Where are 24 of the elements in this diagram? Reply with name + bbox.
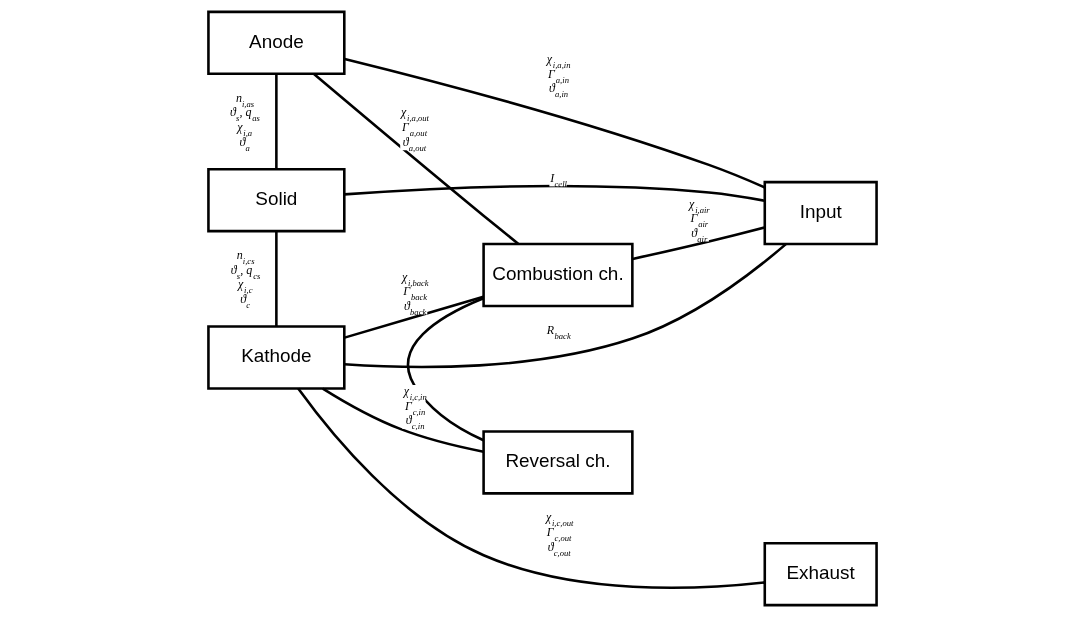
node-box: Reversal ch. bbox=[482, 430, 634, 495]
node-box: Solid bbox=[207, 167, 346, 233]
connector bbox=[632, 226, 765, 261]
node-box: Combustion ch. bbox=[482, 242, 634, 308]
edge-label: χ$_{i,air}$ Γ$_{air}$ ϑ$_{air}$ bbox=[689, 196, 710, 244]
connector bbox=[344, 184, 765, 202]
edge-label: n$_{i,as}$ ϑ$_{s}$, q$_{as}$ χ$_{i,a}$ ϑ$_{a}$ bbox=[229, 90, 260, 153]
edge-label: χ$_{i,a,out}$ Γ$_{a,out}$ ϑ$_{a,out}$ bbox=[401, 105, 430, 153]
node-box: Anode bbox=[207, 10, 346, 76]
node-box: Input bbox=[763, 180, 878, 246]
connector bbox=[344, 295, 484, 339]
edge-label: χ$_{i,a,in}$ Γ$_{a,in}$ ϑ$_{a,in}$ bbox=[546, 52, 571, 100]
node-box: Kathode bbox=[207, 325, 346, 390]
connector bbox=[275, 231, 278, 327]
connector bbox=[275, 73, 278, 170]
edge-label: χ$_{i,c,in}$ Γ$_{c,in}$ ϑ$_{c,in}$ bbox=[403, 384, 427, 432]
edge-label: χ$_{i,back}$ Γ$_{back}$ ϑ$_{back}$ bbox=[401, 269, 429, 317]
edge-label: n$_{i,cs}$ ϑ$_{s}$, q$_{cs}$ χ$_{i,c}$ ϑ$_{c}$ bbox=[230, 248, 261, 311]
connector bbox=[344, 243, 787, 369]
edge-label: χ$_{i,c,out}$ Γ$_{c,out}$ ϑ$_{c,out}$ bbox=[545, 510, 574, 558]
node-box: Exhaust bbox=[763, 541, 878, 607]
connector bbox=[406, 297, 484, 442]
connector bbox=[313, 72, 520, 245]
edge-label: R$_{back}$ bbox=[546, 323, 571, 342]
